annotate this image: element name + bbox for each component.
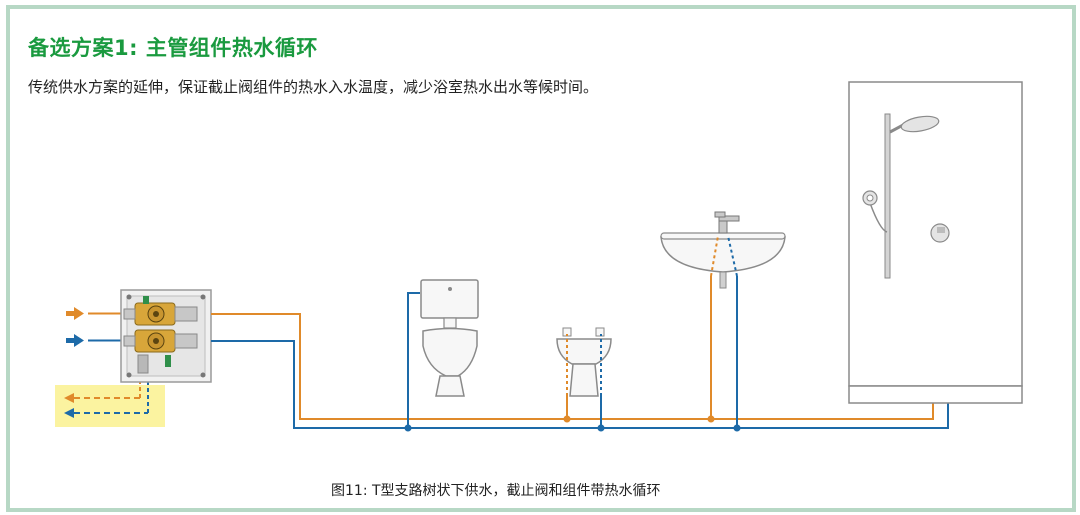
cold-supply-pipe xyxy=(211,241,949,429)
manifold-box xyxy=(120,289,212,383)
cold-return-arrow-icon xyxy=(64,382,149,418)
washbasin xyxy=(660,211,786,289)
toilet-cold-branch xyxy=(407,292,420,428)
page-title: 备选方案1: 主管组件热水循环 xyxy=(28,36,318,60)
page-subtitle: 传统供水方案的延伸，保证截止阀组件的热水入水温度，减少浴室热水出水等候时间。 xyxy=(28,78,599,96)
circulation-return-highlight xyxy=(55,385,165,427)
figure-caption: 图11: T型支路树状下供水，截止阀和组件带热水循环 xyxy=(331,483,661,499)
hot-inlet-arrow-icon xyxy=(66,307,122,320)
hot-return-arrow-icon xyxy=(64,382,141,403)
shower xyxy=(848,81,1023,404)
toilet xyxy=(420,279,479,397)
cold-inlet-arrow-icon xyxy=(66,334,122,347)
bidet xyxy=(556,327,612,397)
